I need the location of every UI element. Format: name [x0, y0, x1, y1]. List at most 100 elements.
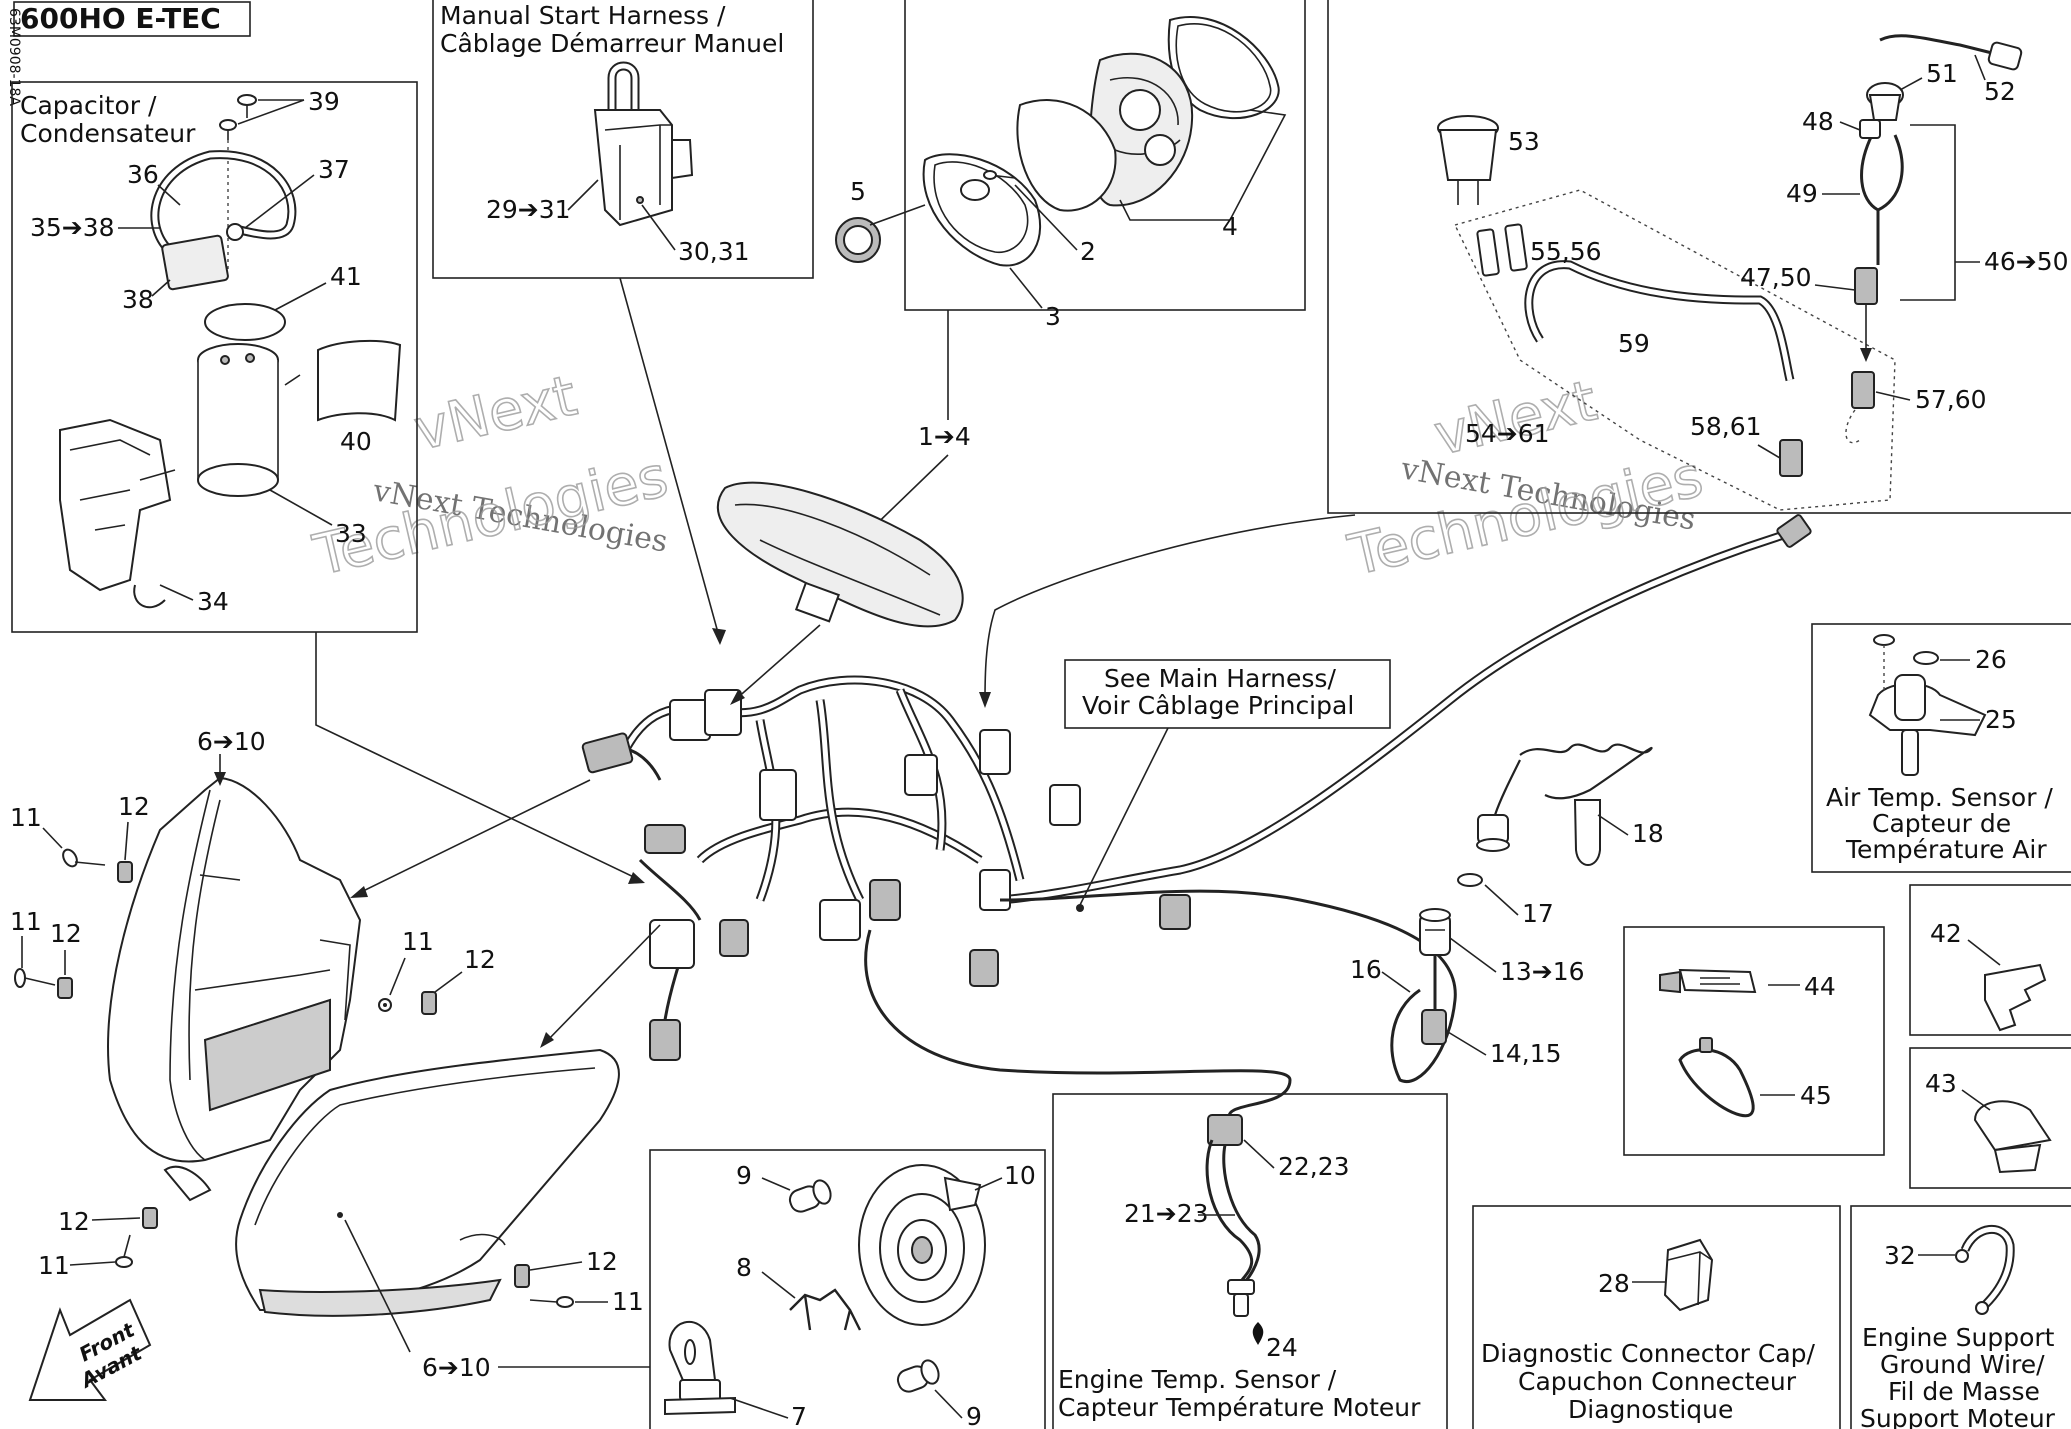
grease-frame — [1623, 926, 1885, 1156]
callout-52: 52 — [1984, 77, 2016, 106]
engine-temp-title-2: Capteur Température Moteur — [1058, 1393, 1421, 1422]
callout-6-10-top: 6➔10 — [197, 727, 266, 756]
callout-4: 4 — [1222, 212, 1238, 241]
callout-25: 25 — [1985, 705, 2017, 734]
ground-title-1: Engine Support — [1862, 1323, 2055, 1352]
connector-57-60 — [1851, 371, 1875, 409]
callout-13-16: 13➔16 — [1500, 957, 1585, 986]
callout-40: 40 — [340, 427, 372, 456]
power-outlet — [1438, 129, 1498, 181]
diagnostic-cap-box: 28 Diagnostic Connector Cap/ Capuchon Co… — [1472, 1205, 1841, 1429]
diagnostic-title-3: Diagnostique — [1568, 1395, 1733, 1424]
callout-10: 10 — [1004, 1161, 1036, 1190]
ground-title-2: Ground Wire/ — [1880, 1350, 2045, 1379]
title-box — [13, 1, 251, 37]
ground-wire-box: 32 Engine Support Ground Wire/ Fil de Ma… — [1850, 1205, 2071, 1429]
callout-42: 42 — [1930, 919, 1962, 948]
callout-35-38: 35➔38 — [30, 213, 115, 242]
retaining-clip — [1973, 1100, 2052, 1152]
main-harness — [581, 481, 1812, 1121]
watermark-right: vNext Technologies vNext Technologies — [1342, 368, 1710, 590]
engine-temp-box: 24 22,23 21➔23 Engine Temp. Sensor / Cap… — [1052, 1093, 1448, 1429]
callout-34: 34 — [197, 587, 229, 616]
callout-58-61: 58,61 — [1690, 412, 1762, 441]
watermark-outline: Technologies — [308, 444, 674, 588]
callout-9-bottom: 9 — [966, 1402, 982, 1429]
headlight-lens — [235, 1048, 620, 1312]
callout-11-d: 11 — [38, 1251, 70, 1280]
harness-frame — [1327, 0, 2071, 514]
air-temp-title-2: Capteur de — [1872, 809, 2011, 838]
harness-connector — [979, 869, 1011, 911]
callout-9-top: 9 — [736, 1161, 752, 1190]
main-harness-title: See Main Harness/ — [1104, 664, 1336, 693]
capacitor-bottom — [197, 463, 279, 497]
lead-connector — [1776, 514, 1812, 548]
callout-11-e: 11 — [612, 1287, 644, 1316]
main-harness-title-fr: Voir Câblage Principal — [1082, 691, 1354, 720]
callout-46-50: 46➔50 — [1984, 247, 2069, 276]
callout-7: 7 — [791, 1402, 807, 1429]
harness-connector — [904, 754, 938, 796]
main-harness-frame — [1064, 659, 1391, 729]
callout-48: 48 — [1802, 107, 1834, 136]
callout-28: 28 — [1598, 1269, 1630, 1298]
front-arrow-shape — [28, 1298, 152, 1401]
callout-17: 17 — [1522, 899, 1554, 928]
callout-47-50: 47,50 — [1740, 263, 1812, 292]
fastener-42-frame — [1909, 884, 2071, 1036]
harness-connector — [969, 949, 999, 987]
connector-14-15 — [1421, 1009, 1447, 1045]
wire-13-16 — [999, 889, 1457, 1083]
diagnostic-frame — [1472, 1205, 1841, 1429]
callout-30-31: 30,31 — [678, 237, 750, 266]
coiled-lanyard — [1519, 743, 1653, 800]
callout-6-10-bottom: 6➔10 — [422, 1353, 491, 1382]
capacitor-connector — [161, 234, 229, 291]
capacitor-box: Capacitor / Condensateur 39 36 37 — [11, 81, 418, 633]
leader-manual-start — [619, 277, 721, 641]
ground-title-3: Fil de Masse — [1888, 1377, 2040, 1406]
callout-36: 36 — [127, 160, 159, 189]
callout-14-15: 14,15 — [1490, 1039, 1562, 1068]
callout-43: 43 — [1925, 1069, 1957, 1098]
gauge-frame — [904, 0, 1306, 311]
callout-49: 49 — [1786, 179, 1818, 208]
fastener-42-box: 42 — [1909, 884, 2071, 1036]
callout-2: 2 — [1080, 237, 1096, 266]
callout-16: 16 — [1350, 955, 1382, 984]
watermark-outline: vNext — [409, 364, 583, 464]
callout-12-c: 12 — [464, 945, 496, 974]
headlight-bulb-box: 9 10 8 7 9 — [649, 1149, 1046, 1429]
manual-start-frame — [432, 0, 814, 279]
callout-54-61: 54➔61 — [1465, 419, 1550, 448]
callout-44: 44 — [1804, 972, 1836, 1001]
callout-39: 39 — [308, 87, 340, 116]
capacitor-title-fr: Condensateur — [20, 119, 196, 148]
screw-part — [219, 119, 237, 131]
capacitor-title: Capacitor / — [20, 91, 157, 120]
fastener-43-frame — [1909, 1047, 2071, 1189]
fastener-43-box: 43 — [1909, 1047, 2071, 1189]
callout-29-31: 29➔31 — [486, 195, 571, 224]
bulb-frame — [649, 1149, 1046, 1429]
callout-3: 3 — [1045, 302, 1061, 331]
ring-terminal — [226, 223, 244, 241]
callout-32: 32 — [1884, 1241, 1916, 1270]
engine-temp-title-1: Engine Temp. Sensor / — [1058, 1365, 1337, 1394]
callout-5: 5 — [850, 177, 866, 206]
capacitor-frame — [11, 81, 418, 633]
bracket-clip — [133, 584, 166, 609]
starter-harness-box: 53 55,56 59 54➔61 58,61 51 52 48 49 47,5… — [1327, 0, 2071, 514]
insulating-sleeve — [317, 339, 402, 422]
harness-connector — [581, 732, 634, 774]
manual-start-box: Manual Start Harness / Câblage Démarreur… — [432, 0, 814, 279]
harness-connector — [719, 919, 749, 957]
callout-57-60: 57,60 — [1915, 385, 1987, 414]
grease-tube — [1678, 968, 1757, 994]
air-temp-title-3: Température Air — [1845, 835, 2047, 864]
engine-temp-frame — [1052, 1093, 1448, 1429]
ground-title-4: Support Moteur — [1860, 1404, 2056, 1429]
